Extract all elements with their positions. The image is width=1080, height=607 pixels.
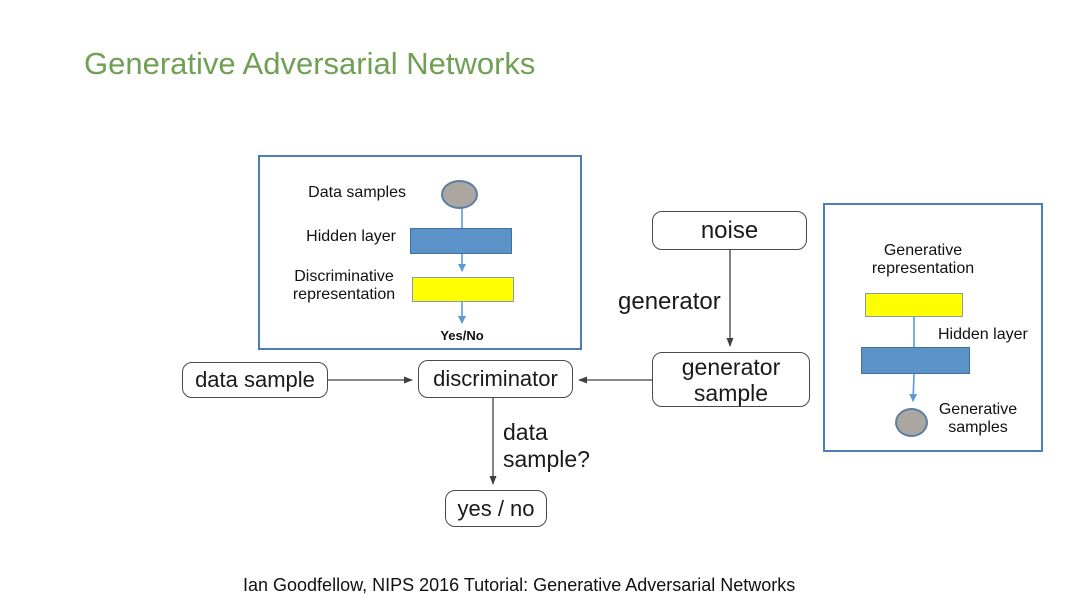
data-sample-question-label: data sample? (503, 419, 590, 472)
generator-sample-box: generator sample (652, 352, 810, 407)
hidden-layer-rect-left (410, 228, 512, 254)
generative-representation-rect (865, 293, 963, 317)
slide-title: Generative Adversarial Networks (84, 46, 536, 81)
hidden-layer-label-right: Hidden layer (938, 326, 1028, 343)
generator-network-panel (823, 203, 1043, 452)
generative-samples-label: Generative samples (938, 401, 1018, 436)
data-samples-label: Data samples (308, 184, 406, 201)
hidden-layer-rect-right (861, 347, 970, 374)
discriminative-representation-rect (412, 277, 514, 302)
data-sample-box: data sample (182, 362, 328, 398)
generator-edge-label: generator (618, 288, 721, 315)
noise-box: noise (652, 211, 807, 250)
discriminator-box: discriminator (418, 360, 573, 398)
attribution-footer: Ian Goodfellow, NIPS 2016 Tutorial: Gene… (243, 575, 796, 595)
discriminative-representation-label: Discriminative representation (292, 268, 396, 303)
yes-no-output-label: Yes/No (440, 328, 484, 343)
generative-samples-ellipse (895, 408, 928, 437)
yes-no-box: yes / no (445, 490, 547, 527)
hidden-layer-label-left: Hidden layer (306, 228, 396, 245)
generative-representation-label: Generative representation (871, 242, 975, 277)
data-samples-ellipse (441, 180, 478, 209)
